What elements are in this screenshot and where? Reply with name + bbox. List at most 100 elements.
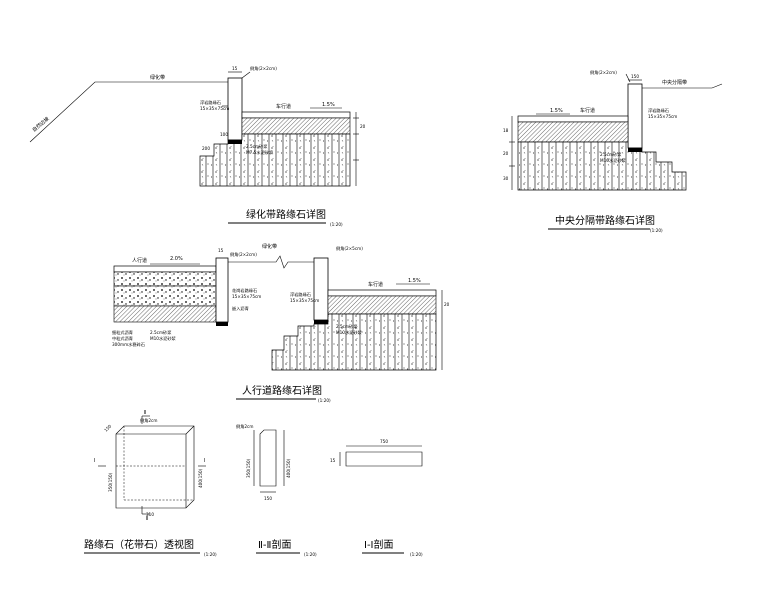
median-ground-line [640,83,723,89]
sidewalk-chamfer: 倒角(2×2cm) [230,251,257,258]
layer-note-1: 细粒式沥青 [112,329,133,336]
curb-size-label: 15×35×75cm [200,106,229,111]
sidewalk-curb-spec: 花岗岩路缘石 [232,287,257,294]
sidewalk-curb-stone [215,257,229,323]
median-curb-detail: 中央分隔带 倒角(2×2cm) 150 浮岩路缘石 15×35×75cm 车行道… [503,69,723,233]
sidewalk-label: 人行道 [132,257,147,264]
sidewalk-right-asphalt [327,289,437,297]
natural-ground-line [29,81,228,143]
mortar-bed [228,140,242,144]
sidewalk-scale: (1:20) [318,398,331,403]
median-stone-foundation [517,141,687,191]
perspective-chamfer: 倒角2cm [140,417,157,424]
sidewalk-base-note: M10水泥砂浆 [150,335,177,342]
base-note: M7.5水泥砂浆 [246,149,274,156]
median-mortar-note: 2.5cm砂浆 [600,151,622,158]
perspective-edges [116,425,195,508]
section-1-dim-top: 750 [380,439,388,444]
asphalt-surface [241,111,351,119]
median-slope-label: 1.5% [550,108,563,114]
slope-label: 1.5% [322,102,335,108]
sidewalk-right-mortar: 2.5cm砂浆 [336,323,358,330]
lane-label: 车行道 [276,103,291,110]
base-layer [241,117,351,135]
median-label: 中央分隔带 [662,79,687,86]
section-mark-2-bottom: Ⅱ [146,516,148,522]
section-2-chamfer: 倒角2cm [236,423,253,430]
perspective-dim-right: 400(150) [198,468,203,488]
section-mark-1-left: Ⅰ [94,458,95,464]
green-belt-label: 绿化带 [150,74,165,81]
median-title: 中央分隔带路缘石详图 [555,214,655,227]
sidewalk-subbase [113,305,217,323]
curb-perspective-view: Ⅱ Ⅱ Ⅰ Ⅰ 倒角2cm 150 310 350(150) 400(150) … [84,410,217,557]
sidewalk-gravel [113,285,217,307]
perspective-dim-height: 350(150) [108,472,113,492]
median-base-note: M10水泥砂浆 [600,157,627,164]
sidewalk-mortar-note: 2.5cm砂浆 [150,329,172,336]
median-mortar-bed [628,148,642,152]
section-1-dim-side: 15 [330,458,336,463]
sidewalk-mortar-bed [216,322,228,326]
perspective-title: 路缘石（花带石）透视图 [84,538,194,551]
natural-ground-label: 自然边坡 [31,115,51,133]
perspective-outline [115,425,195,509]
sidewalk-right-curb-spec: 浮岩路缘石 [290,291,311,298]
median-dim-20: 20 [503,151,509,156]
chamfer-leader [241,71,251,79]
green-belt-curb-detail: 自然边坡 绿化带 15 倒角(2×2cm) 浮岩路缘石 15×35×75cm 车… [29,65,366,227]
median-curb-spec: 浮岩路缘石 [648,107,669,114]
section-mark-2-top: Ⅱ [144,410,146,416]
green-belt-title: 绿化带路缘石详图 [246,208,326,221]
perspective-dim-150: 150 [103,423,112,432]
sidewalk-dim-20: 20 [444,302,450,307]
section-2-scale: (1:20) [304,552,317,557]
sidewalk-green-belt: 绿化带 [262,243,277,250]
section-1-outline [345,451,423,467]
section-mark-1-right: Ⅰ [204,458,205,464]
sidewalk-right-base [327,295,437,315]
dim-side: 20 [360,124,366,129]
chamfer-label: 倒角(2×2cm) [250,65,277,72]
stone-foundation [199,133,351,187]
green-belt-scale: (1:20) [330,222,343,227]
sidewalk-right-mortar-bed [314,320,328,324]
sidewalk-curb-detail: 人行道 2.0% 细粒式沥青 中粒式沥青 300mm水稳碎石 2.5cm砂浆 M… [112,243,450,403]
layer-note-2: 中粒式沥青 [112,335,133,342]
median-curb-stone [627,83,643,149]
section-2-dim-height: 350(150) [246,458,251,478]
sidewalk-right-base-note: M10水泥砂浆 [336,329,363,336]
section-2-2: 倒角2cm 350(150) 400(150) 150 Ⅱ-Ⅱ剖面 (1:20) [236,423,317,557]
layer-note-3: 300mm水稳碎石 [112,341,145,348]
section-1-1: 750 15 Ⅰ-Ⅰ剖面 (1:20) [330,439,423,557]
mortar-note: 2.5cm砂浆 [246,143,268,150]
median-chamfer: 倒角(2×2cm) [590,69,617,76]
section-1-title: Ⅰ-Ⅰ剖面 [364,538,394,551]
sidewalk-stone-foundation [271,313,437,371]
section-2-title: Ⅱ-Ⅱ剖面 [258,538,291,551]
median-curb-size: 15×35×75cm [648,114,677,119]
sidewalk-paving [113,265,217,273]
section-1-scale: (1:20) [410,552,423,557]
median-scale: (1:20) [650,228,663,233]
median-lane-label: 车行道 [580,107,595,114]
sidewalk-right-chamfer: 倒角(2×5cm) [336,245,363,252]
filler-note: 嵌入沥青 [232,305,249,312]
dim-100: 100 [220,132,228,137]
section-2-dim-bottom: 150 [264,496,272,501]
dim-top: 15 [232,66,238,71]
sidewalk-right-curb-size: 15×35×75cm [290,298,319,303]
sidewalk-curb-size: 15×35×75cm [232,294,261,299]
sidewalk-slope: 2.0% [170,256,183,262]
median-base [517,121,629,143]
sidewalk-title: 人行道路缘石详图 [242,384,322,397]
median-chamfer-leader [625,73,631,83]
sidewalk-lane-label: 车行道 [368,281,383,288]
median-dim-18: 18 [503,128,509,133]
sidewalk-dim-15: 15 [218,248,224,253]
curb-stone [227,77,243,141]
perspective-dim-width: 310 [146,512,154,517]
median-asphalt [517,115,629,123]
green-belt-break-line [228,255,314,269]
sidewalk-sand [113,271,217,287]
